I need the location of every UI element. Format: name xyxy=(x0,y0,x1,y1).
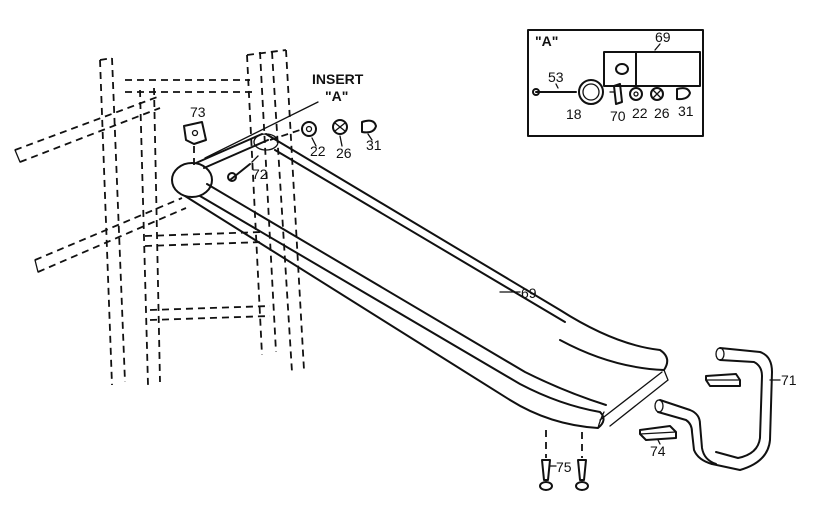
label-73: 73 xyxy=(190,104,206,120)
play-structure-frame xyxy=(14,49,305,386)
detail-title: "A" xyxy=(535,33,558,49)
insert-callout: INSERT "A" xyxy=(204,71,364,159)
label-26-detail: 26 xyxy=(654,105,670,121)
label-69-main: 69 xyxy=(521,285,537,301)
label-31-main: 31 xyxy=(366,137,382,153)
label-26-main: 26 xyxy=(336,145,352,161)
insert-hardware: 22 26 31 xyxy=(269,119,382,161)
detail-a-box: "A" 69 53 18 70 22 26 31 xyxy=(527,29,704,137)
label-70: 70 xyxy=(610,108,626,124)
label-74: 74 xyxy=(650,443,666,459)
slide-label: 69 xyxy=(499,285,537,301)
label-22-main: 22 xyxy=(310,143,326,159)
part-73-bracket: 73 xyxy=(183,104,207,165)
part-74-blocks: 74 xyxy=(639,373,741,459)
label-75: 75 xyxy=(556,459,572,475)
label-31-detail: 31 xyxy=(678,103,694,119)
label-69-detail: 69 xyxy=(655,29,671,45)
part-75-screws: 75 xyxy=(539,430,589,491)
label-18: 18 xyxy=(566,106,582,122)
insert-label: INSERT xyxy=(312,71,364,87)
slide-body xyxy=(171,133,669,429)
label-22-detail: 22 xyxy=(632,105,648,121)
part-71-handle: 71 xyxy=(654,347,797,471)
label-53: 53 xyxy=(548,69,564,85)
label-71: 71 xyxy=(781,372,797,388)
insert-ref-label: "A" xyxy=(325,88,348,104)
label-72: 72 xyxy=(252,166,268,182)
part-72-screw: 72 xyxy=(227,155,268,182)
